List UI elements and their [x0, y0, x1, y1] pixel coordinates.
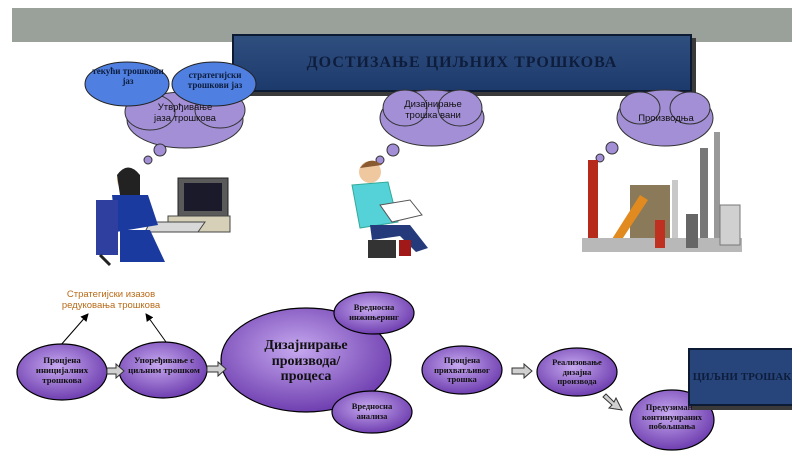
- compare-label: Упоређивање с циљним трошком: [128, 355, 200, 375]
- strategic-cost-bubble: [171, 61, 257, 107]
- design-cost-label: Дизајнирање трошка вани: [404, 99, 462, 121]
- initial-cost-label: Процјена иницијалних трошкова: [35, 355, 89, 385]
- person-computer-illustration: [96, 167, 231, 267]
- value-eng-node: [333, 291, 415, 335]
- value-analysis-node: [331, 390, 413, 434]
- person-sketching-illustration: [351, 160, 428, 258]
- value-analysis-label: Вредносна анализа: [351, 401, 393, 421]
- current-cost-label: текући трошкови јаз: [92, 66, 164, 87]
- continuous-label: Предузимање континуираних побољшања: [641, 402, 703, 432]
- design-label: Дизајнирање производа/ процеса: [264, 338, 348, 385]
- realize-node: [536, 347, 618, 397]
- target-cost-box: ЦИЉНИ ТРОШАК: [688, 348, 792, 406]
- acceptable-cost-node: [421, 345, 503, 395]
- flow-arrow-4: [602, 393, 623, 411]
- flow-arrow-1: [106, 362, 125, 380]
- arrow-to-challenge-right: [145, 313, 167, 343]
- production-cloud: [595, 89, 714, 163]
- factory-illustration: [582, 132, 742, 252]
- production-label: Производња: [638, 113, 694, 124]
- current-cost-bubble: [84, 61, 170, 107]
- flow-arrow-2: [206, 360, 227, 378]
- design-cloud: [375, 89, 485, 165]
- arrow-to-challenge-left: [59, 313, 89, 347]
- gap-label: Утврђивање јаза трошкова: [154, 102, 216, 124]
- acceptable-cost-label: Процјена прихватљивог трошка: [434, 355, 490, 385]
- design-node: [220, 307, 392, 413]
- page-title: ДОСТИЗАЊЕ ЦИЉНИХ ТРОШКОВА: [232, 34, 692, 92]
- value-eng-label: Вредносна инжињеринг: [349, 302, 399, 322]
- realize-label: Реализовање дизајна производа: [552, 357, 602, 387]
- strategic-cost-label: стратегијски трошкови јаз: [187, 70, 243, 91]
- flow-arrow-3: [511, 362, 533, 380]
- challenge-label: Стратегијски изазов редуковања трошкова: [61, 289, 161, 311]
